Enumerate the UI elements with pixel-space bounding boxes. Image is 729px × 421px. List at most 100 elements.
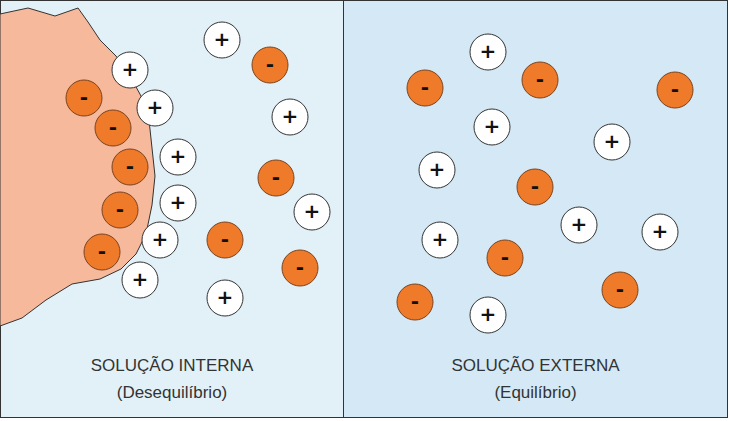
- charge-sign: -: [257, 159, 295, 197]
- ion-outline: [84, 234, 120, 270]
- charge-sign: +: [159, 184, 197, 222]
- ion-outline: [397, 284, 433, 320]
- charge-sign: +: [136, 89, 174, 127]
- cation: +: [641, 213, 679, 251]
- anion: -: [251, 46, 289, 84]
- ion-outline: [517, 169, 553, 205]
- charge-sign: -: [83, 233, 121, 271]
- charge-sign: +: [593, 123, 631, 161]
- ion-outline: [95, 110, 131, 146]
- cation: +: [469, 33, 507, 71]
- charge-sign: -: [601, 271, 639, 309]
- ion-outline: [207, 280, 243, 316]
- cation: +: [206, 279, 244, 317]
- anion: -: [396, 283, 434, 321]
- charge-sign: -: [406, 69, 444, 107]
- ion-outline: [657, 72, 693, 108]
- ion-outline: [474, 109, 510, 145]
- charge-sign: +: [203, 21, 241, 59]
- ion-outline: [487, 240, 523, 276]
- anion: -: [111, 148, 149, 186]
- charge-sign: -: [251, 46, 289, 84]
- ion-outline: [66, 80, 102, 116]
- cation: +: [271, 98, 309, 136]
- charge-sign: +: [473, 108, 511, 146]
- anion: -: [601, 271, 639, 309]
- cation: +: [293, 193, 331, 231]
- charge-sign: -: [521, 61, 559, 99]
- charge-sign: +: [159, 138, 197, 176]
- ion-outline: [422, 222, 458, 258]
- ion-outline: [470, 34, 506, 70]
- anion: -: [281, 249, 319, 287]
- ion-outline: [207, 222, 243, 258]
- panel-title: (Desequilíbrio): [0, 379, 344, 406]
- charge-sign: +: [121, 261, 159, 299]
- cation: +: [203, 21, 241, 59]
- cation: +: [421, 221, 459, 259]
- charge-sign: +: [418, 151, 456, 189]
- panel-caption: SOLUÇÃO INTERNA(Desequilíbrio): [0, 352, 344, 406]
- charge-sign: +: [111, 51, 149, 89]
- charge-sign: +: [271, 98, 309, 136]
- anion: -: [206, 221, 244, 259]
- ion-outline: [204, 22, 240, 58]
- ion-outline: [602, 272, 638, 308]
- external-solution-ground: [344, 1, 728, 418]
- internal-solution-ground: [1, 1, 344, 418]
- cation: +: [560, 206, 598, 244]
- charge-sign: -: [656, 71, 694, 109]
- ion-outline: [470, 297, 506, 333]
- panel-title: SOLUÇÃO INTERNA: [0, 352, 344, 379]
- ion-outline: [522, 62, 558, 98]
- ion-outline: [258, 160, 294, 196]
- ion-outline: [122, 262, 158, 298]
- cation: +: [593, 123, 631, 161]
- anion: -: [94, 109, 132, 147]
- ion-outline: [160, 185, 196, 221]
- cation: +: [141, 221, 179, 259]
- ion-outline: [137, 90, 173, 126]
- anion: -: [521, 61, 559, 99]
- anion: -: [83, 233, 121, 271]
- ion-outline: [294, 194, 330, 230]
- panel-title: SOLUÇÃO EXTERNA: [343, 352, 728, 379]
- charge-sign: +: [293, 193, 331, 231]
- charge-sign: +: [641, 213, 679, 251]
- anion: -: [406, 69, 444, 107]
- anion: -: [656, 71, 694, 109]
- anion: -: [101, 191, 139, 229]
- anion: -: [486, 239, 524, 277]
- anion: -: [516, 168, 554, 206]
- panel-caption: SOLUÇÃO EXTERNA(Equilíbrio): [343, 352, 728, 406]
- solution-panel: SOLUÇÃO EXTERNA(Equilíbrio)+---+++-+++--…: [343, 0, 728, 418]
- charge-sign: -: [65, 79, 103, 117]
- ion-outline: [112, 52, 148, 88]
- charge-sign: +: [421, 221, 459, 259]
- solution-panel: SOLUÇÃO INTERNA(Desequilíbrio)+-+-++-+--…: [0, 0, 344, 418]
- cation: +: [159, 138, 197, 176]
- charge-sign: +: [560, 206, 598, 244]
- cation: +: [121, 261, 159, 299]
- cation: +: [111, 51, 149, 89]
- ion-outline: [272, 99, 308, 135]
- ion-outline: [594, 124, 630, 160]
- ion-outline: [282, 250, 318, 286]
- charge-sign: -: [111, 148, 149, 186]
- charge-sign: -: [516, 168, 554, 206]
- charge-sign: -: [94, 109, 132, 147]
- cation: +: [136, 89, 174, 127]
- charge-sign: +: [469, 296, 507, 334]
- charge-sign: +: [469, 33, 507, 71]
- ion-outline: [252, 47, 288, 83]
- cation: +: [469, 296, 507, 334]
- cation: +: [418, 151, 456, 189]
- anion: -: [257, 159, 295, 197]
- charge-sign: -: [486, 239, 524, 277]
- ion-outline: [561, 207, 597, 243]
- ion-outline: [142, 222, 178, 258]
- cation: +: [473, 108, 511, 146]
- ion-outline: [112, 149, 148, 185]
- ion-outline: [407, 70, 443, 106]
- anion: -: [65, 79, 103, 117]
